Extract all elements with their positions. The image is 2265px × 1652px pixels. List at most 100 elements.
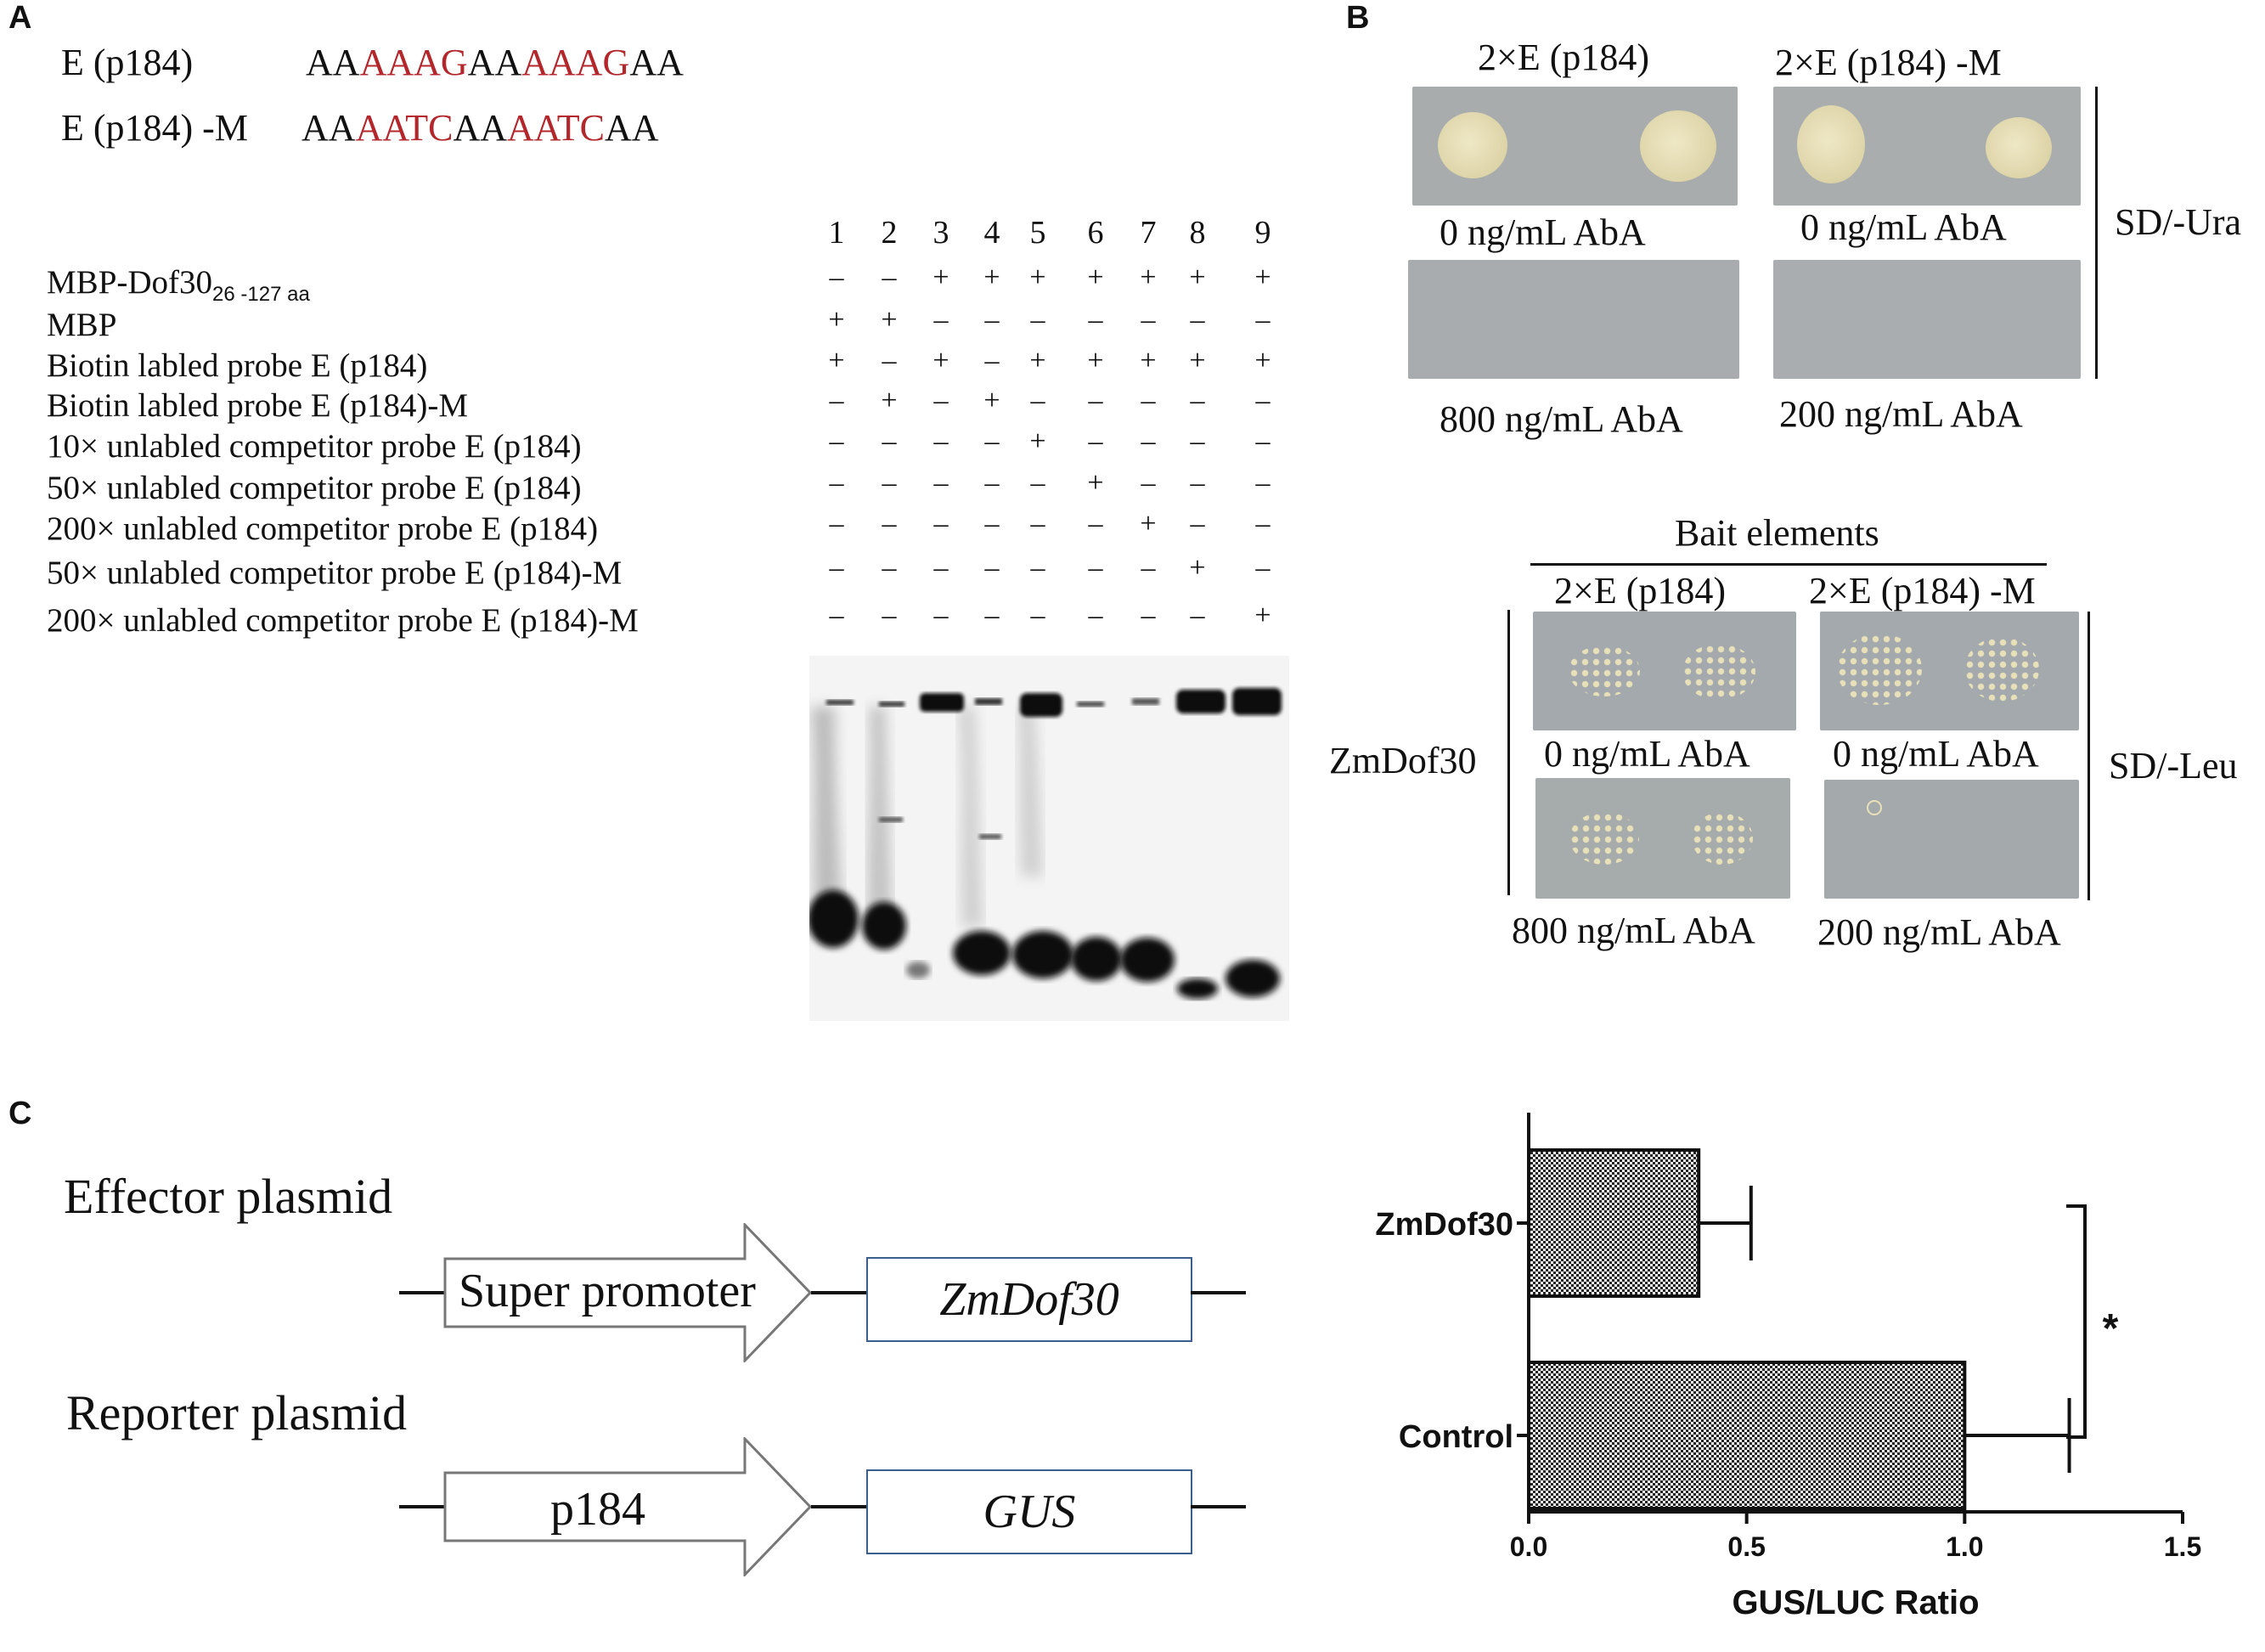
- colony: [1986, 117, 2052, 178]
- emsa-cell: +: [1140, 508, 1157, 539]
- reporter-promoter-label: p184: [550, 1483, 645, 1536]
- emsa-cell: –: [882, 552, 897, 584]
- emsa-cell: –: [829, 552, 844, 584]
- emsa-cell: –: [1255, 385, 1271, 416]
- emsa-cell: +: [1087, 262, 1104, 293]
- emsa-row-label-text: 50× unlabled competitor probe E (p184)-M: [47, 555, 623, 591]
- colony: [1569, 646, 1640, 696]
- emsa-cell: +: [1140, 262, 1157, 293]
- emsa-cell: –: [1141, 467, 1156, 499]
- reporter-gene-box: GUS: [866, 1469, 1192, 1554]
- b-bottom-right-bracket: [2088, 612, 2090, 900]
- emsa-cell: –: [882, 467, 897, 499]
- b-top-plate-3: [1408, 260, 1739, 379]
- emsa-cell: –: [882, 345, 897, 376]
- b-bottom-header: Bait elements: [1675, 512, 1879, 554]
- b-bottom-col2-title: 2×E (p184) -M: [1809, 570, 2036, 612]
- emsa-row-label: Biotin labled probe E (p184): [47, 347, 427, 385]
- colony: [1797, 105, 1865, 183]
- emsa-row-label-text: MBP-Dof30: [47, 264, 213, 301]
- reporter-gene-label: GUS: [983, 1486, 1076, 1538]
- b-top-col2-title: 2×E (p184) -M: [1775, 42, 2002, 83]
- emsa-cell: +: [828, 345, 845, 376]
- lane-number: 8: [1189, 215, 1206, 251]
- b-top-p4-label: 200 ng/mL AbA: [1779, 393, 2023, 435]
- b-bottom-header-line: [1530, 563, 2047, 566]
- emsa-cell: +: [1189, 262, 1206, 293]
- emsa-cell: –: [1088, 385, 1103, 416]
- colony: [1837, 634, 1922, 705]
- emsa-row-label: 200× unlabled competitor probe E (p184): [47, 510, 598, 548]
- sequence-wt: AAAAAGAAAAAGAA: [306, 41, 684, 84]
- emsa-cell: +: [1029, 262, 1046, 293]
- effector-gene-box: ZmDof30: [866, 1257, 1192, 1342]
- b-bottom-plate-1: [1533, 612, 1796, 730]
- effector-gene-label: ZmDof30: [939, 1273, 1119, 1326]
- emsa-cell: –: [1190, 304, 1205, 335]
- colony: [1964, 637, 2039, 702]
- x-tick-label: 1.0: [1946, 1531, 1983, 1562]
- emsa-cell: –: [1141, 426, 1156, 457]
- colony: [1569, 812, 1639, 865]
- emsa-cell: –: [1190, 508, 1205, 539]
- emsa-row-label-text: 200× unlabled competitor probe E (p184): [47, 510, 599, 547]
- emsa-cell: +: [1087, 345, 1104, 376]
- panel-c-letter: C: [8, 1096, 32, 1131]
- effector-line-right: [1191, 1291, 1246, 1294]
- lane-number: 1: [828, 215, 845, 251]
- emsa-cell: –: [1255, 304, 1271, 335]
- emsa-cell: –: [829, 600, 844, 631]
- emsa-row-label: MBP: [47, 306, 116, 344]
- emsa-cell: –: [984, 304, 1000, 335]
- emsa-cell: –: [1030, 304, 1045, 335]
- emsa-row-label-text: MBP: [47, 307, 117, 343]
- x-axis-label: GUS/LUC Ratio: [1732, 1584, 1979, 1621]
- emsa-cell: –: [1190, 426, 1205, 457]
- sequence-mut: AAAATCAAAATCAA: [301, 106, 659, 149]
- bar-control: [1527, 1361, 1967, 1510]
- reporter-title: Reporter plasmid: [66, 1385, 408, 1441]
- emsa-cell: +: [983, 262, 1000, 293]
- effector-line-left: [399, 1291, 446, 1294]
- sequence-segment: AAAG: [521, 42, 630, 83]
- x-tick-label: 0.5: [1727, 1531, 1765, 1562]
- emsa-cell: +: [1254, 262, 1271, 293]
- b-bottom-p1-label: 0 ng/mL AbA: [1544, 733, 1750, 775]
- emsa-row-label: Biotin labled probe E (p184)-M: [47, 386, 468, 425]
- emsa-cell: +: [1029, 345, 1046, 376]
- x-tick-label: 0.0: [1510, 1531, 1547, 1562]
- lane-number: 2: [881, 215, 898, 251]
- emsa-cell: –: [1088, 304, 1103, 335]
- emsa-row-label: 200× unlabled competitor probe E (p184)-…: [47, 601, 639, 640]
- emsa-cell: –: [933, 304, 949, 335]
- emsa-cell: +: [1189, 552, 1206, 584]
- emsa-row-label-text: Biotin labled probe E (p184)-M: [47, 387, 469, 424]
- emsa-cell: –: [1190, 467, 1205, 499]
- emsa-row-label-text: 10× unlabled competitor probe E (p184): [47, 428, 582, 465]
- emsa-cell: –: [882, 426, 897, 457]
- emsa-cell: –: [933, 552, 949, 584]
- emsa-cell: –: [984, 508, 1000, 539]
- sequence-segment: AA: [604, 107, 659, 149]
- emsa-cell: –: [984, 600, 1000, 631]
- emsa-cell: +: [881, 385, 898, 416]
- emsa-row-label: 10× unlabled competitor probe E (p184): [47, 427, 582, 465]
- emsa-cell: –: [1190, 385, 1205, 416]
- emsa-row-label-text: Biotin labled probe E (p184): [47, 347, 428, 384]
- bar-zmdof30: [1527, 1148, 1701, 1298]
- emsa-cell: –: [984, 345, 1000, 376]
- emsa-gel-image: [809, 656, 1289, 1021]
- emsa-cell: –: [829, 385, 844, 416]
- b-bottom-medium-label: SD/-Leu: [2109, 745, 2238, 787]
- emsa-cell: +: [1087, 467, 1104, 499]
- emsa-row-label: 50× unlabled competitor probe E (p184)-M: [47, 554, 622, 592]
- emsa-cell: +: [1254, 600, 1271, 631]
- emsa-cell: –: [1141, 304, 1156, 335]
- emsa-cell: –: [1255, 467, 1271, 499]
- lane-number: 6: [1087, 215, 1104, 251]
- emsa-cell: –: [1190, 600, 1205, 631]
- emsa-cell: –: [1088, 426, 1103, 457]
- significance-star: *: [2103, 1306, 2119, 1351]
- emsa-cell: –: [1141, 385, 1156, 416]
